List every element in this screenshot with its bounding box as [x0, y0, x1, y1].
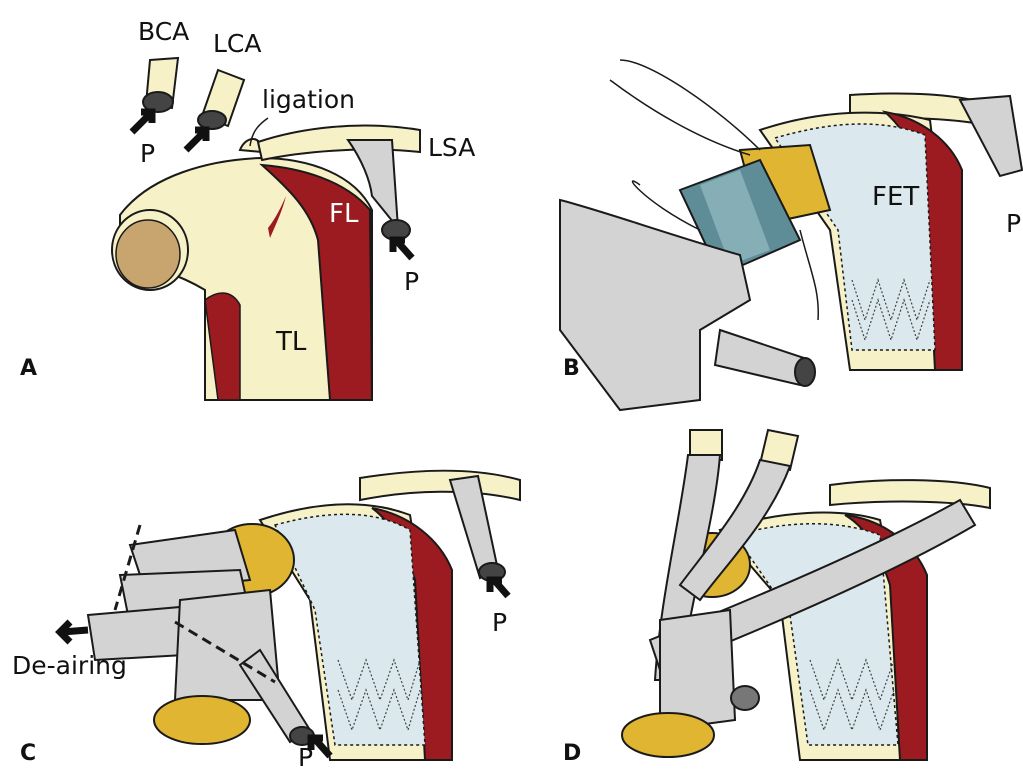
perfusion-arrow-icon — [393, 240, 412, 258]
label-perfusion-2: P — [404, 267, 419, 296]
perfusion-arrow-icon — [132, 112, 152, 132]
perfusion-arrow-icon — [490, 580, 508, 596]
label-ligation: ligation — [262, 85, 355, 114]
panel-b: FET P B — [560, 60, 1022, 410]
label-deairing: De-airing — [12, 651, 127, 680]
panel-d: D — [563, 430, 990, 766]
panel-a: BCA LCA ligation LSA P P FL TL A — [20, 17, 475, 400]
label-lsa: LSA — [428, 133, 475, 162]
perfusion-arrow-icon — [186, 130, 206, 150]
deairing-arrow-icon — [60, 622, 88, 642]
panel-letter-b: B — [563, 356, 580, 381]
label-bca: BCA — [138, 17, 189, 46]
felt-ring-c-lower — [154, 696, 250, 744]
felt-ring-d-lower — [622, 713, 714, 757]
panel-letter-d: D — [563, 741, 581, 766]
label-fet: FET — [872, 182, 919, 212]
aortic-arch-a — [112, 139, 372, 400]
label-perfusion-1: P — [140, 139, 155, 168]
panel-letter-c: C — [20, 741, 36, 766]
label-perfusion-c2: P — [298, 743, 313, 771]
label-true-lumen: TL — [275, 327, 307, 357]
lca-stump — [198, 70, 244, 129]
panel-c: De-airing P P C — [12, 471, 520, 771]
panel-letter-a: A — [20, 356, 37, 381]
label-perfusion-c1: P — [492, 608, 507, 637]
bca-stump — [143, 58, 178, 112]
label-perfusion-b: P — [1006, 209, 1021, 238]
label-false-lumen: FL — [329, 199, 359, 229]
label-lca: LCA — [213, 29, 262, 58]
